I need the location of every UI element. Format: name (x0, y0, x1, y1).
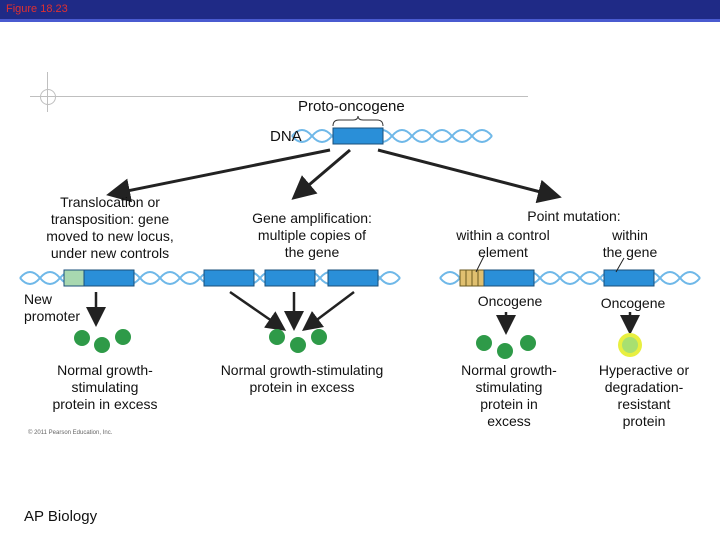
gene-point-b (603, 269, 655, 287)
header-stripe (0, 19, 720, 22)
arrow-copy3-protein (302, 291, 355, 331)
label-translocation: Translocation or transposition: gene mov… (46, 194, 174, 261)
gene-copy-2 (264, 269, 316, 287)
label-oncogene-b: Oncogene (600, 295, 666, 311)
label-point-mutation: Point mutation: (527, 208, 621, 224)
label-result-col3a: Normal growth- stimulating protein in ex… (461, 362, 557, 429)
arrow-amplification (291, 148, 351, 200)
label-new-promoter: New promoter (24, 291, 81, 324)
label-result-col1: Normal growth- stimulating protein in ex… (52, 362, 158, 412)
brace-proto-oncogene (332, 115, 384, 127)
copyright-notice: © 2011 Pearson Education, Inc. (28, 430, 113, 436)
course-label: AP Biology (24, 508, 98, 525)
figure-label: Figure 18.23 (6, 3, 68, 15)
label-proto-oncogene: Proto-oncogene (298, 98, 405, 115)
crosshair-mark (40, 89, 56, 105)
label-within-control: within a control element (456, 227, 550, 260)
gene-copy-1 (203, 269, 255, 287)
new-promoter-block (63, 269, 85, 287)
gene-translocated (83, 269, 135, 287)
label-within-gene: within the gene (602, 227, 658, 260)
gene-point-a (483, 269, 535, 287)
protein-group-col1 (74, 329, 131, 353)
dna-top (291, 129, 493, 143)
protein-group-col3a (476, 335, 536, 359)
protein-group-col2 (269, 329, 327, 353)
mutated-control-element (459, 269, 485, 287)
label-result-col3b: Hyperactive or degradation- resistant pr… (598, 362, 690, 429)
divider-line (30, 96, 528, 97)
pointer-control-element (475, 255, 485, 273)
label-amplification: Gene amplification: multiple copies of t… (252, 210, 372, 260)
label-dna: DNA (270, 128, 302, 145)
arrow-translocation (106, 148, 331, 203)
arrow-copy1-protein (229, 290, 287, 331)
gene-top (332, 127, 384, 145)
arrow-point-mutation (377, 148, 562, 204)
label-oncogene-a: Oncogene (477, 293, 543, 309)
pointer-within-gene (615, 257, 625, 273)
gene-copy-3 (327, 269, 379, 287)
label-result-col2: Normal growth-stimulating protein in exc… (220, 362, 384, 395)
header-bar: Figure 18.23 (0, 0, 720, 22)
mutant-protein (618, 333, 642, 357)
